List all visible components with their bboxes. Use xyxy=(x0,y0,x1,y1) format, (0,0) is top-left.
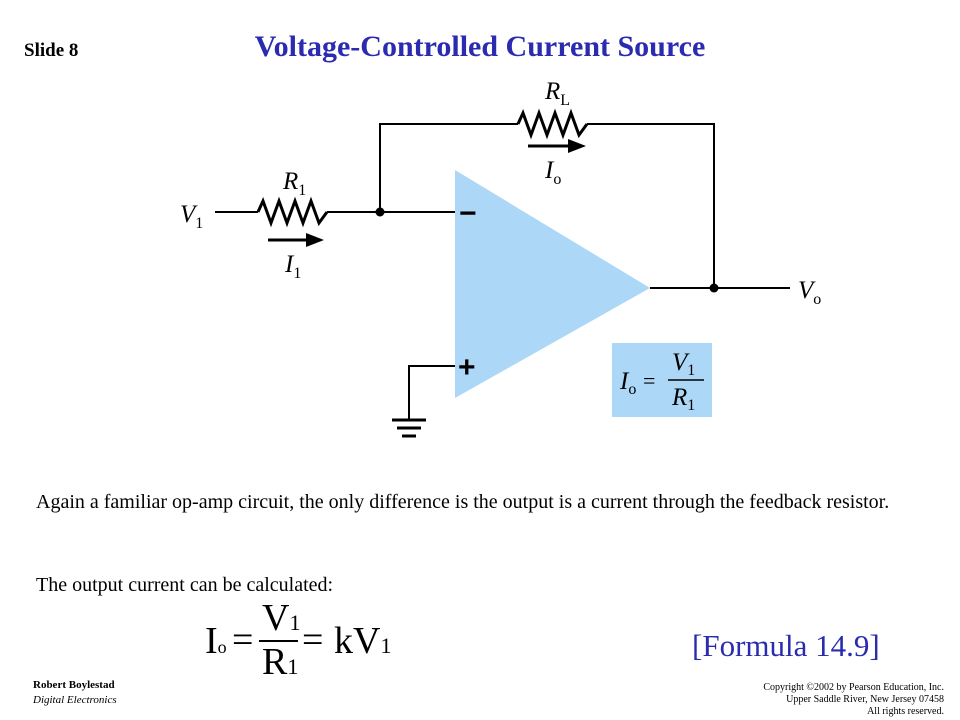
slide-title: Voltage-Controlled Current Source xyxy=(254,30,706,63)
output-current-equation: Io = V1 R1 = kV1 xyxy=(205,597,391,683)
noninverting-ground-wire xyxy=(408,365,455,420)
inverting-sign: − xyxy=(459,197,477,230)
vo-label: Vo xyxy=(798,277,821,308)
copyright-line: Copyright ©2002 by Pearson Education, In… xyxy=(763,682,944,693)
r1-label: R1 xyxy=(282,168,306,199)
opamp-triangle xyxy=(455,170,650,398)
equation-rhs: kV1 xyxy=(334,620,391,662)
formula-box-numerator: V1 xyxy=(672,349,695,379)
footer-author: Robert Boylestad xyxy=(33,679,115,691)
junction-dot-output xyxy=(709,283,719,293)
description-paragraph: Again a familiar op-amp circuit, the onl… xyxy=(36,491,890,513)
v1-label: V1 xyxy=(180,201,203,232)
copyright-line: Upper Saddle River, New Jersey 07458 xyxy=(786,694,944,705)
slide-number: Slide 8 xyxy=(24,40,79,61)
footer-copyright: Copyright ©2002 by Pearson Education, In… xyxy=(624,682,944,718)
copyright-line: All rights reserved. xyxy=(867,706,944,717)
rl-label: RL xyxy=(544,78,570,109)
equation-equals-2: = xyxy=(302,619,323,661)
equation-numerator: V1 xyxy=(262,597,300,639)
noninverting-sign: + xyxy=(458,351,476,384)
equation-equals-1: = xyxy=(232,619,253,661)
feedback-wire-left xyxy=(379,123,518,212)
formula-box-lhs: Io xyxy=(619,368,636,398)
calculation-intro: The output current can be calculated: xyxy=(36,574,334,596)
footer-book-title: Digital Electronics xyxy=(33,694,117,706)
io-label: Io xyxy=(544,157,561,188)
formula-reference: [Formula 14.9] xyxy=(692,628,880,663)
io-arrow xyxy=(528,139,586,153)
equation-denominator: R1 xyxy=(262,641,298,683)
r1-resistor xyxy=(256,196,329,228)
rl-resistor xyxy=(516,108,589,140)
i1-arrow xyxy=(268,233,324,247)
formula-box-equals: = xyxy=(643,368,655,393)
i1-label: I1 xyxy=(284,251,301,282)
equation-lhs: Io xyxy=(205,620,227,662)
formula-box-denominator: R1 xyxy=(671,384,695,414)
feedback-wire-right xyxy=(587,123,715,288)
junction-dot-input xyxy=(375,207,385,217)
